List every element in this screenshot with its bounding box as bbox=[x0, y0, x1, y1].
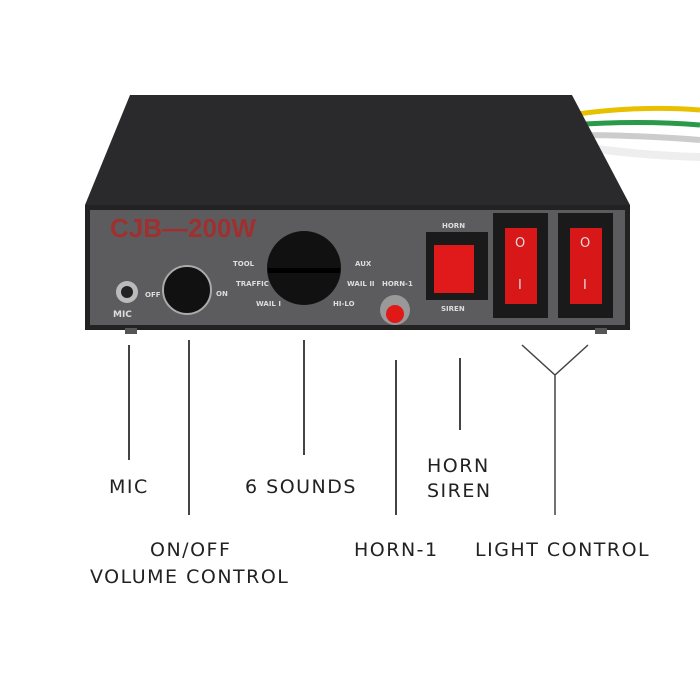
callout-horn: HORN bbox=[427, 455, 490, 477]
mic-leader bbox=[128, 345, 130, 460]
on-label: ON bbox=[216, 290, 228, 298]
sounds-leader bbox=[303, 340, 305, 455]
mic-jack-label: MIC bbox=[113, 310, 132, 320]
callout-siren: SIREN bbox=[427, 480, 492, 502]
sound-aux: AUX bbox=[355, 260, 372, 268]
switch1-off: O bbox=[515, 236, 526, 251]
switch1-on: I bbox=[518, 278, 522, 293]
sound-wail1: WAIL I bbox=[256, 300, 281, 308]
siren-panel-label: SIREN bbox=[441, 305, 465, 313]
callout-mic: MIC bbox=[109, 476, 149, 498]
callout-sounds: 6 SOUNDS bbox=[245, 476, 357, 498]
switch2-off: O bbox=[580, 236, 591, 251]
sound-tool: TOOL bbox=[233, 260, 255, 268]
off-label: OFF bbox=[145, 291, 161, 299]
sound-hilo: HI-LO bbox=[333, 300, 355, 308]
siren-box bbox=[85, 95, 630, 334]
model-label: CJB—200W bbox=[110, 213, 256, 243]
sound-wail2: WAIL II bbox=[347, 280, 375, 288]
callout-volume: VOLUME CONTROL bbox=[90, 566, 290, 588]
horn-panel-label: HORN bbox=[442, 222, 466, 230]
horn1-panel-label: HORN-1 bbox=[382, 280, 413, 288]
light-leader bbox=[521, 344, 589, 515]
sound-traffic: TRAFFIC bbox=[236, 280, 269, 288]
horn-siren-leader bbox=[459, 358, 461, 430]
volume-leader bbox=[188, 340, 190, 515]
callout-light: LIGHT CONTROL bbox=[475, 539, 651, 561]
callout-horn1: HORN-1 bbox=[354, 539, 439, 561]
callout-onoff: ON/OFF bbox=[150, 539, 232, 561]
horn1-leader bbox=[395, 360, 397, 515]
switch2-on: I bbox=[583, 278, 587, 293]
